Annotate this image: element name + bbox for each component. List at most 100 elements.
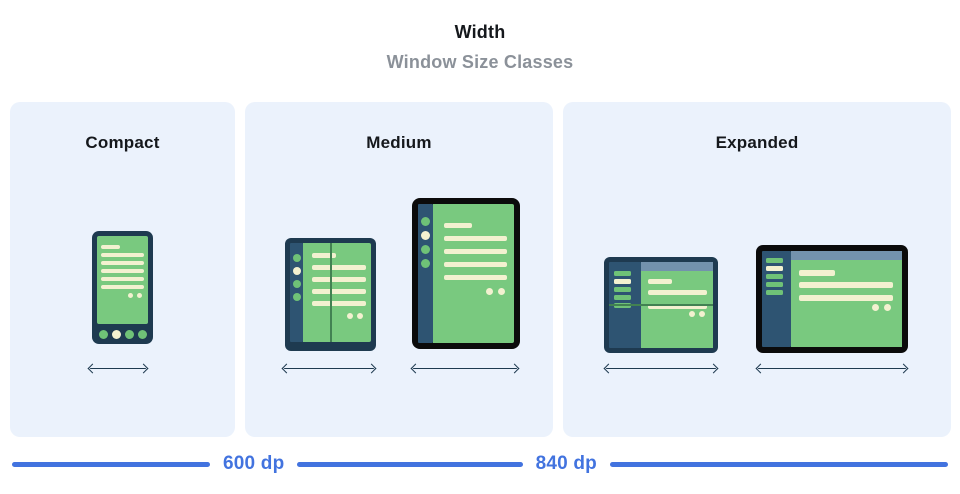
breakpoint-ruler: 600 dp 840 dp [12,450,948,478]
nav-dot [421,217,430,226]
sidebar-item-bar [614,295,631,300]
placeholder-dots [444,288,507,295]
placeholder-line [101,253,144,257]
sidebar-item-bar [766,266,783,271]
nav-dot [292,293,301,301]
placeholder-line [799,282,893,288]
sidebar [762,251,791,347]
sidebar-item-bar [766,282,783,287]
foldable-portrait-illustration [285,238,376,351]
nav-dot [421,259,430,268]
top-app-bar [791,251,902,260]
main-area [791,251,902,347]
panel-compact-title: Compact [85,133,160,152]
nav-dot [421,231,430,240]
placeholder-line [312,265,366,270]
placeholder-dots [648,311,707,317]
placeholder-dot [498,288,505,295]
placeholder-line [444,249,507,254]
placeholder-dot [689,311,695,317]
fold-crease [330,243,332,342]
breakpoint-label-840dp: 840 dp [535,453,597,474]
top-app-bar [641,262,713,271]
placeholder-dots [101,293,144,298]
ruler-line [12,461,210,467]
placeholder-line [101,269,144,273]
placeholder-line [799,270,835,276]
nav-dot [137,329,147,339]
nav-dot [98,329,108,339]
placeholder-dot [347,313,353,319]
sidebar-item-bar [766,274,783,279]
content-area [791,260,902,347]
fold-crease [609,304,713,306]
panel-expanded: Expanded [563,102,951,437]
placeholder-line [444,223,472,228]
ruler-line [610,461,948,467]
placeholder-dot [128,293,133,298]
figure-title: Width [454,22,506,42]
placeholder-dots [312,313,366,319]
panel-medium-title: Medium [366,133,432,152]
placeholder-dot [872,304,879,311]
arrow-shaft [284,367,374,370]
sidebar-item-bar [766,258,783,263]
sidebar-item-bar [614,271,631,276]
figure-header: Width Window Size Classes [0,22,960,73]
width-range-arrow-icon [604,362,718,375]
foldable-landscape-illustration [604,257,718,353]
tablet-landscape-illustration [756,245,908,353]
width-range-arrow-icon [411,362,519,375]
placeholder-line [799,295,893,301]
sidebar-item-bar [614,279,631,284]
panel-medium: Medium [245,102,553,437]
placeholder-line [648,304,707,309]
nav-dot [111,329,121,339]
main-area [641,262,713,348]
placeholder-line [312,277,366,282]
panel-compact: Compact [10,102,235,437]
width-range-arrow-icon [88,362,148,375]
width-range-arrow-icon [282,362,376,375]
phone-nav-dots [97,324,148,344]
placeholder-line [101,261,144,265]
placeholder-line [444,236,507,241]
nav-rail [418,204,433,343]
breakpoint-label-600dp: 600 dp [223,453,285,474]
placeholder-line [312,301,366,306]
panel-expanded-title: Expanded [715,133,799,152]
width-range-arrow-icon [756,362,908,375]
phone-illustration [92,231,153,344]
placeholder-dot [884,304,891,311]
ruler-line [297,461,523,467]
foldable-screen [303,243,371,342]
sidebar-item-bar [766,290,783,295]
nav-dot [292,280,301,288]
arrow-shaft [606,367,716,370]
content-area [641,271,713,348]
placeholder-dot [137,293,142,298]
placeholder-line [648,279,672,284]
arrow-shaft [90,367,146,370]
placeholder-line [312,289,366,294]
nav-dot [421,245,430,254]
phone-screen [97,236,148,324]
placeholder-line [648,290,707,295]
arrow-shaft [413,367,517,370]
nav-rail [290,243,303,342]
arrow-shaft [758,367,906,370]
placeholder-dot [357,313,363,319]
placeholder-line [312,253,336,258]
placeholder-line [101,285,144,289]
figure-subtitle: Window Size Classes [386,52,574,72]
placeholder-line [444,262,507,267]
placeholder-line [444,275,507,280]
placeholder-line [101,277,144,281]
tablet-portrait-illustration [412,198,520,349]
placeholder-line [101,245,120,249]
placeholder-dots [799,304,893,311]
sidebar-item-bar [614,287,631,292]
nav-dot [292,254,301,262]
nav-dot [292,267,301,275]
nav-dot [124,329,134,339]
